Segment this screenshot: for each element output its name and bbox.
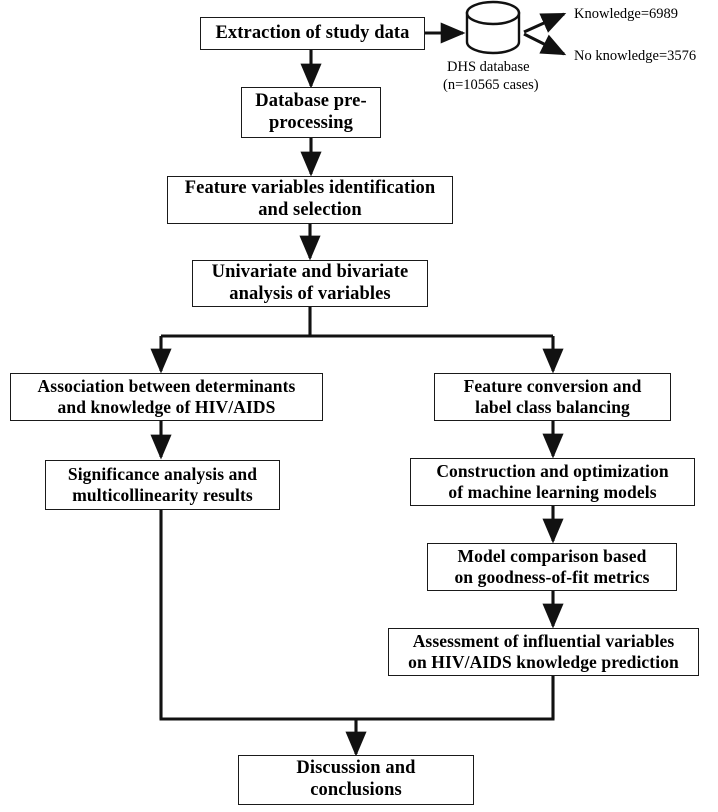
node-model-comparison-goodness-of-fit[interactable]: Model comparison based on goodness-of-fi… xyxy=(427,543,677,591)
node-extraction-label: Extraction of study data xyxy=(215,22,410,43)
node-construction-optimization-ml-models[interactable]: Construction and optimization of machine… xyxy=(410,458,695,506)
node-database-preprocessing-label: Database pre- processing xyxy=(255,90,367,133)
node-discussion-and-conclusions[interactable]: Discussion and conclusions xyxy=(238,755,474,805)
database-cylinder-icon xyxy=(465,0,521,55)
node-extraction-of-study-data[interactable]: Extraction of study data xyxy=(200,17,425,50)
node-feature-conversion-label: Feature conversion and label class balan… xyxy=(463,376,642,417)
outcome-knowledge-label: Knowledge=6989 xyxy=(574,6,679,22)
node-database-preprocessing[interactable]: Database pre- processing xyxy=(241,87,381,138)
node-significance-label: Significance analysis and multicollinear… xyxy=(67,464,258,505)
node-association-determinants-knowledge[interactable]: Association between determinants and kno… xyxy=(10,373,323,421)
node-feature-conversion-label-balancing[interactable]: Feature conversion and label class balan… xyxy=(434,373,671,421)
node-construction-label: Construction and optimization of machine… xyxy=(436,461,669,502)
node-association-label: Association between determinants and kno… xyxy=(37,376,296,417)
arrow-database-to-knowledge xyxy=(523,12,567,34)
node-model-comparison-label: Model comparison based on goodness-of-fi… xyxy=(454,546,650,587)
node-significance-analysis-multicollinearity[interactable]: Significance analysis and multicollinear… xyxy=(45,460,280,510)
node-assessment-label: Assessment of influential variables on H… xyxy=(408,631,679,672)
outcome-no-knowledge-label: No knowledge=3576 xyxy=(574,48,697,64)
node-feature-variables-identification[interactable]: Feature variables identification and sel… xyxy=(167,176,453,224)
node-assessment-influential-variables[interactable]: Assessment of influential variables on H… xyxy=(388,628,699,676)
node-univariate-bivariate-analysis-label: Univariate and bivariate analysis of var… xyxy=(211,261,409,304)
arrow-database-to-no-knowledge xyxy=(523,32,567,56)
database-caption-line1: DHS database xyxy=(447,59,530,75)
node-discussion-label: Discussion and conclusions xyxy=(296,758,416,800)
node-feature-variables-identification-label: Feature variables identification and sel… xyxy=(184,178,436,220)
node-univariate-bivariate-analysis[interactable]: Univariate and bivariate analysis of var… xyxy=(192,260,428,307)
database-caption-line2: (n=10565 cases) xyxy=(443,77,539,93)
